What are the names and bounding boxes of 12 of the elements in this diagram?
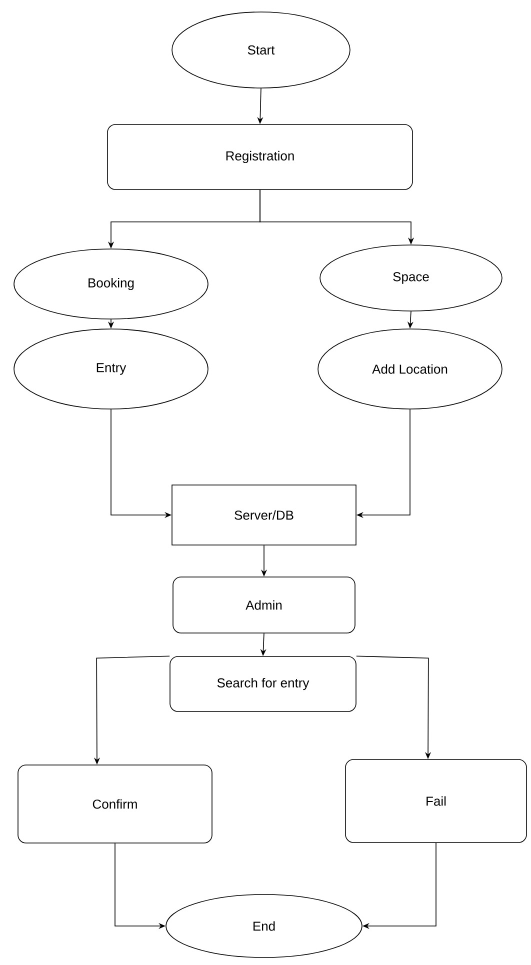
process-oval: Booking: [14, 248, 208, 320]
process-box: Confirm: [18, 764, 212, 844]
start-oval: Start: [172, 12, 350, 88]
end-oval: End: [166, 894, 362, 958]
process-box: Fail: [345, 759, 527, 843]
process-oval: Space: [320, 244, 502, 312]
process-box: Admin: [172, 576, 356, 634]
process-box: Registration: [107, 124, 413, 190]
process-box: Server/DB: [172, 484, 356, 546]
process-oval: Entry: [14, 328, 208, 410]
process-box: Search for entry: [170, 656, 356, 712]
process-oval: Add Location: [318, 328, 502, 410]
